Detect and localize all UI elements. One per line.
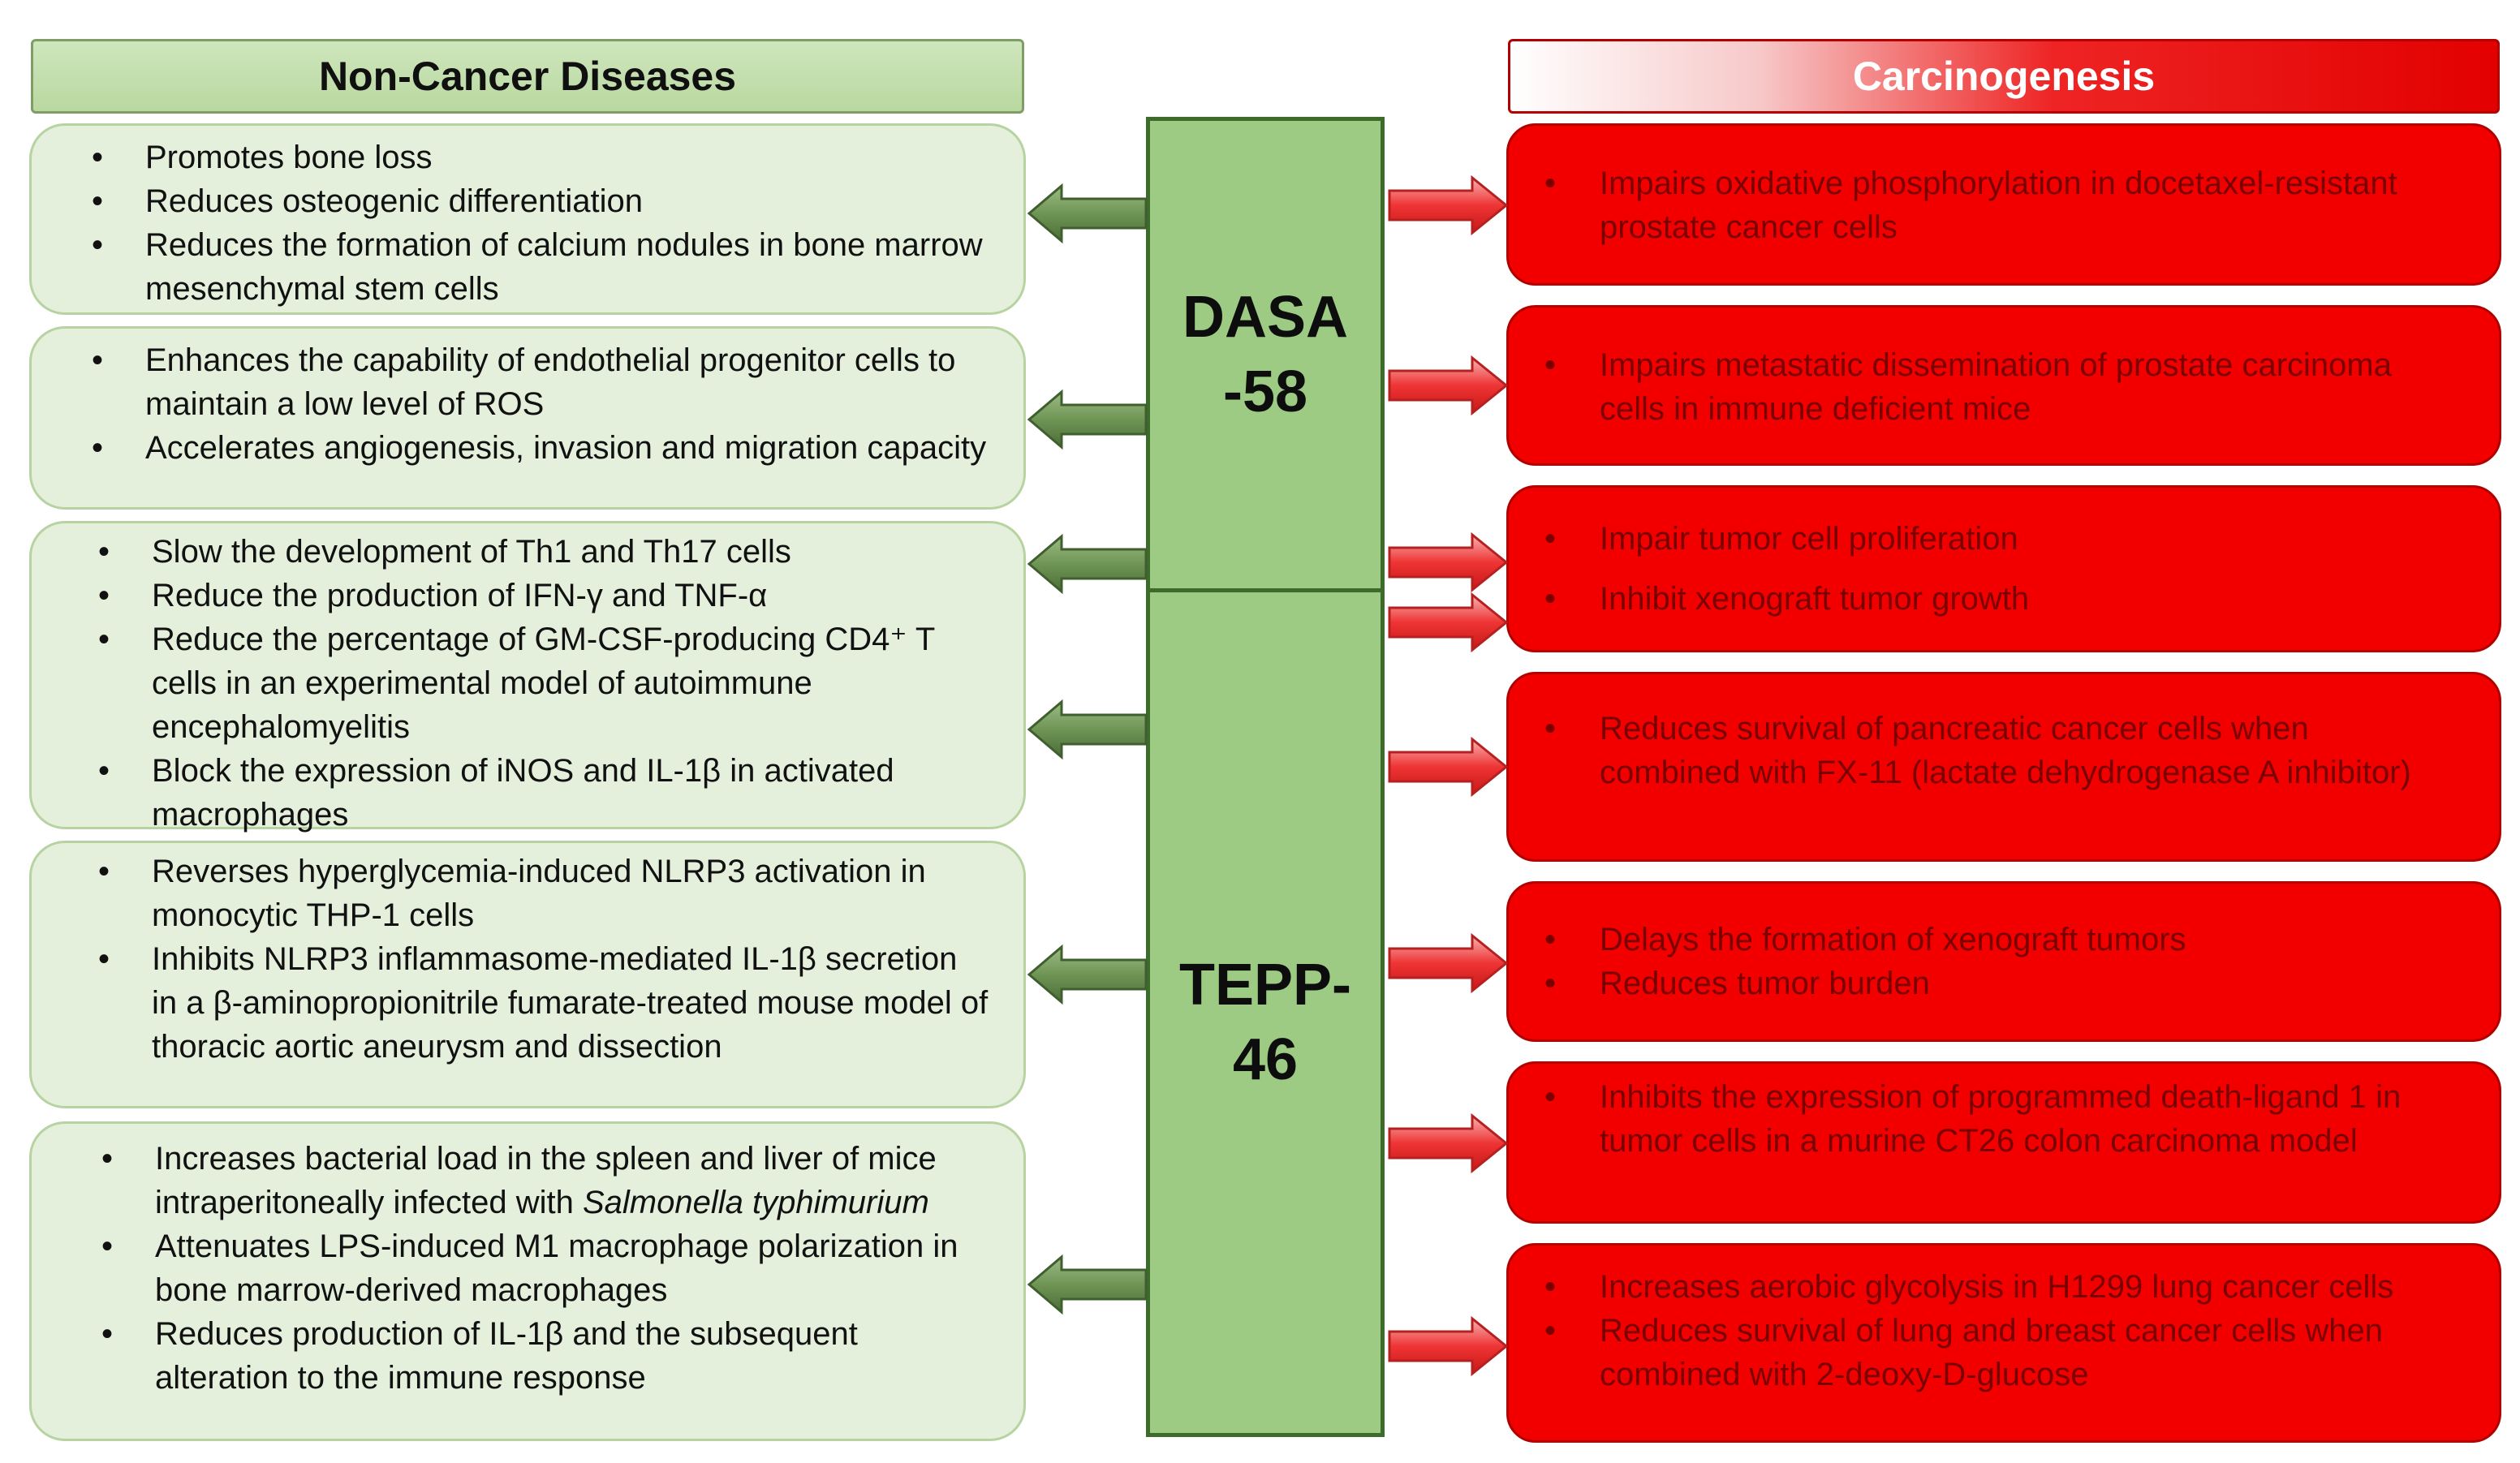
cancer-box-7-item: Increases aerobic glycolysis in H1299 lu… [1544,1265,2466,1309]
dasa-58-label-line2: -58 [1222,359,1308,424]
dasa-58-label: DASA -58 [1150,280,1381,429]
non-cancer-box-5: Increases bacterial load in the spleen a… [29,1121,1026,1441]
non-cancer-box-2: Enhances the capability of endothelial p… [29,326,1026,510]
cancer-box-3-item: Impair tumor cell proliferation [1544,517,2450,561]
carcinogenesis-header-label: Carcinogenesis [1852,54,2156,99]
red-right-arrow-icon [1388,174,1509,236]
tepp-46-label-line1: TEPP- [1178,953,1352,1018]
cancer-box-2-item: Impairs metastatic dissemination of pros… [1544,343,2450,431]
non-cancer-box-3: Slow the development of Th1 and Th17 cel… [29,521,1026,833]
non-cancer-box-2-item: Accelerates angiogenesis, invasion and m… [92,426,991,470]
cancer-box-5-item: Reduces tumor burden [1544,962,2450,1005]
red-right-arrow-icon [1388,531,1509,593]
green-left-arrow-icon [1027,944,1148,1005]
dasa-58-label-line1: DASA [1182,285,1348,350]
red-right-arrow-icon [1388,1112,1509,1174]
tepp-46-label-line2: 46 [1232,1027,1299,1092]
cancer-box-6: Inhibits the expression of programmed de… [1506,1061,2501,1224]
green-left-arrow-icon [1027,389,1148,450]
non-cancer-box-3-item: Reduce the percentage of GM-CSF-producin… [98,617,991,749]
non-cancer-box-5-item: Reduces production of IL-1β and the subs… [101,1312,991,1400]
green-left-arrow-icon [1027,533,1148,595]
non-cancer-box-1-item: Promotes bone loss [92,136,991,179]
cancer-box-1-item: Impairs oxidative phosphorylation in doc… [1544,161,2450,249]
red-right-arrow-icon [1388,736,1509,798]
non-cancer-box-5-item: Increases bacterial load in the spleen a… [101,1137,991,1224]
green-left-arrow-icon [1027,1254,1148,1315]
cancer-box-3: Impair tumor cell proliferation Inhibit … [1506,485,2501,652]
non-cancer-diseases-header: Non-Cancer Diseases [31,39,1024,114]
non-cancer-box-1-item: Reduces osteogenic differentiation [92,179,991,223]
cancer-box-4-item: Reduces survival of pancreatic cancer ce… [1544,707,2450,794]
red-right-arrow-icon [1388,1315,1509,1377]
red-right-arrow-icon [1388,592,1509,653]
non-cancer-box-3-item: Block the expression of iNOS and IL-1β i… [98,749,991,837]
non-cancer-box-5-item-text: Increases bacterial load in the spleen a… [155,1141,937,1220]
non-cancer-box-1-item: Reduces the formation of calcium nodules… [92,223,991,311]
red-right-arrow-icon [1388,932,1509,994]
cancer-box-7-item: Reduces survival of lung and breast canc… [1544,1309,2466,1396]
non-cancer-box-1: Promotes bone loss Reduces osteogenic di… [29,123,1026,315]
non-cancer-diseases-header-label: Non-Cancer Diseases [318,54,737,99]
non-cancer-box-4: Reverses hyperglycemia-induced NLRP3 act… [29,841,1026,1108]
cancer-box-4: Reduces survival of pancreatic cancer ce… [1506,672,2501,862]
cancer-box-2: Impairs metastatic dissemination of pros… [1506,305,2501,466]
green-left-arrow-icon [1027,183,1148,244]
non-cancer-box-3-item: Slow the development of Th1 and Th17 cel… [98,530,991,574]
tepp-46-label: TEPP- 46 [1150,948,1381,1097]
cancer-box-3-item: Inhibit xenograft tumor growth [1544,577,2450,621]
cancer-box-7: Increases aerobic glycolysis in H1299 lu… [1506,1243,2501,1443]
cancer-box-1: Impairs oxidative phosphorylation in doc… [1506,123,2501,286]
dasa-58-block: DASA -58 [1146,117,1385,592]
non-cancer-box-2-item: Enhances the capability of endothelial p… [92,338,991,426]
green-left-arrow-icon [1027,699,1148,760]
non-cancer-box-4-item: Inhibits NLRP3 inflammasome-mediated IL-… [98,937,991,1069]
red-right-arrow-icon [1388,355,1509,416]
tepp-46-block: TEPP- 46 [1146,588,1385,1437]
species-name: Salmonella typhimurium [582,1185,929,1220]
cancer-box-6-item: Inhibits the expression of programmed de… [1544,1075,2450,1163]
carcinogenesis-header: Carcinogenesis [1508,39,2500,114]
non-cancer-box-4-item: Reverses hyperglycemia-induced NLRP3 act… [98,850,991,937]
cancer-box-5: Delays the formation of xenograft tumors… [1506,881,2501,1042]
non-cancer-box-5-item: Attenuates LPS-induced M1 macrophage pol… [101,1224,991,1312]
non-cancer-box-3-item: Reduce the production of IFN-γ and TNF-α [98,574,991,617]
cancer-box-5-item: Delays the formation of xenograft tumors [1544,918,2450,962]
